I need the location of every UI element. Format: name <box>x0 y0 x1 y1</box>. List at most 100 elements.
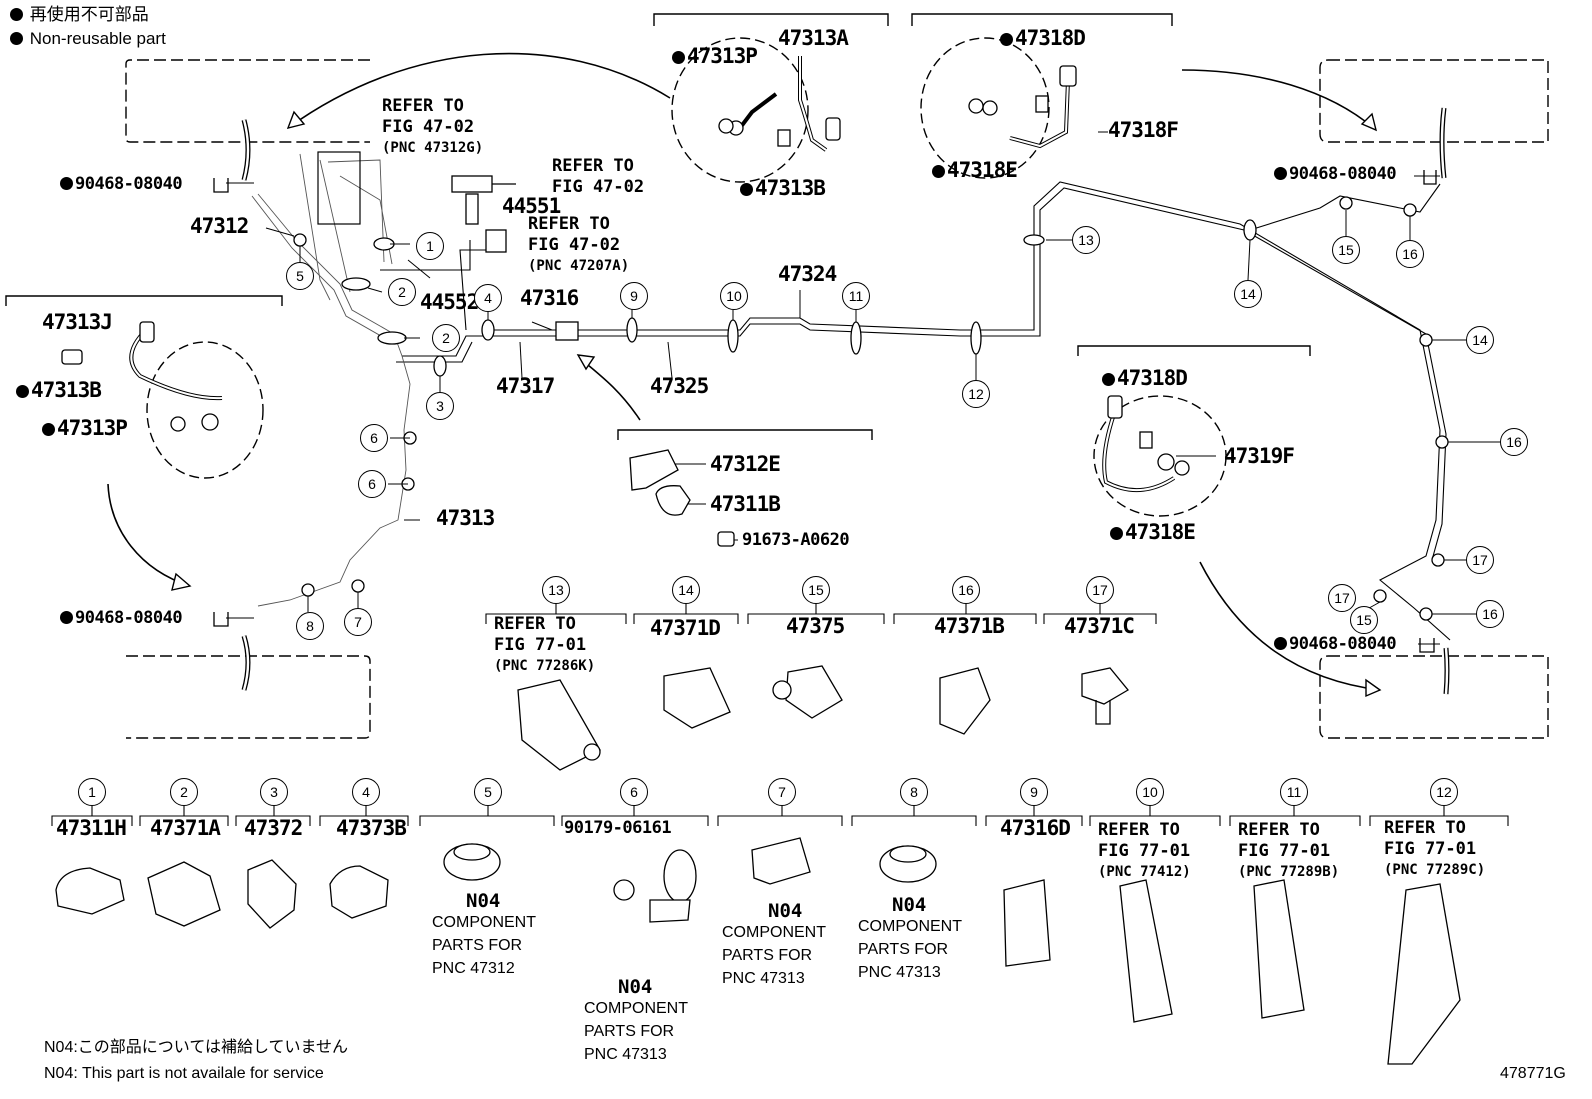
callout-17: 17 <box>1466 546 1494 574</box>
callout-9: 9 <box>620 282 648 310</box>
part-label: 91673-A0620 <box>742 530 850 550</box>
callout-16: 16 <box>1396 240 1424 268</box>
bullet-icon <box>10 32 23 45</box>
part-label: 47324 <box>778 262 837 286</box>
part-label: 47313B <box>740 178 826 199</box>
part-label: 44551 <box>502 194 561 218</box>
callout-2: 2 <box>432 324 460 352</box>
callout-17: 17 <box>1086 576 1114 604</box>
callout-4: 4 <box>352 778 380 806</box>
part-label: 47311B <box>710 492 781 516</box>
callout-6: 6 <box>620 778 648 806</box>
part-label: 47313P <box>672 46 758 67</box>
callout-7: 7 <box>768 778 796 806</box>
part-label: 47317 <box>496 374 555 398</box>
callout-14: 14 <box>1234 280 1262 308</box>
part-label: 47316D <box>1000 816 1071 840</box>
part-label: 44552 <box>420 290 479 314</box>
corner-box-tr <box>1319 59 1549 143</box>
callout-16: 16 <box>1476 600 1504 628</box>
non-reusable-icon <box>60 611 73 624</box>
bracket-top-a <box>653 13 889 26</box>
non-reusable-icon <box>60 177 73 190</box>
corner-box-bl <box>126 655 371 739</box>
callout-10: 10 <box>1136 778 1164 806</box>
non-reusable-icon <box>672 51 685 64</box>
part-label: 47325 <box>650 374 709 398</box>
part-label: 47371B <box>934 614 1005 638</box>
callout-11: 11 <box>842 282 870 310</box>
part-label: 47371C <box>1064 614 1135 638</box>
callout-16: 16 <box>1500 428 1528 456</box>
non-reusable-icon <box>16 385 29 398</box>
part-label: 47311H <box>56 816 127 840</box>
footer-note-en: N04: This part is not availale for servi… <box>44 1065 324 1082</box>
callout-12: 12 <box>1430 778 1458 806</box>
callout-16: 16 <box>952 576 980 604</box>
non-reusable-icon <box>1110 527 1123 540</box>
bracket-top-b <box>911 13 1173 26</box>
callout-5: 5 <box>474 778 502 806</box>
callout-17: 17 <box>1328 584 1356 612</box>
part-label: 90179-06161 <box>564 818 672 838</box>
part-label: 47319F <box>1224 444 1295 468</box>
callout-4: 4 <box>474 284 502 312</box>
callout-13: 13 <box>1072 226 1100 254</box>
corner-box-tl <box>125 59 370 143</box>
callout-8: 8 <box>296 612 324 640</box>
part-label: 47318E <box>932 160 1018 181</box>
callout-15: 15 <box>1350 606 1378 634</box>
callout-13: 13 <box>542 576 570 604</box>
part-label: 90468-08040 <box>1274 166 1397 183</box>
non-reusable-icon <box>932 165 945 178</box>
part-label: 47375 <box>786 614 845 638</box>
non-reusable-icon <box>1102 373 1115 386</box>
callout-2: 2 <box>170 778 198 806</box>
part-label: 47372 <box>244 816 303 840</box>
part-label: 47318F <box>1108 118 1179 142</box>
bullet-icon <box>10 8 23 21</box>
callout-7: 7 <box>344 608 372 636</box>
callout-1: 1 <box>78 778 106 806</box>
callout-8: 8 <box>900 778 928 806</box>
bracket-left <box>5 295 283 306</box>
bracket-clip <box>617 429 873 440</box>
callout-10: 10 <box>720 282 748 310</box>
non-reusable-icon <box>1000 33 1013 46</box>
part-label: 47312 <box>190 214 249 238</box>
footer-note-jp: N04:この部品については補給していません <box>44 1039 349 1056</box>
part-label: 47318E <box>1110 522 1196 543</box>
callout-5: 5 <box>286 262 314 290</box>
part-label: 47318D <box>1000 28 1086 49</box>
callout-14: 14 <box>1466 326 1494 354</box>
bracket-right <box>1077 345 1311 356</box>
part-label: 47371D <box>650 616 721 640</box>
legend-jp: 再使用不可部品 <box>10 6 149 23</box>
part-label: 47313J <box>42 310 113 334</box>
part-label: 90468-08040 <box>60 176 183 193</box>
part-label: 47318D <box>1102 368 1188 389</box>
callout-12: 12 <box>962 380 990 408</box>
callout-3: 3 <box>260 778 288 806</box>
callout-15: 15 <box>1332 236 1360 264</box>
callout-9: 9 <box>1020 778 1048 806</box>
part-label: 47313A <box>778 26 849 50</box>
callout-15: 15 <box>802 576 830 604</box>
part-label: 47313P <box>42 418 128 439</box>
callout-1: 1 <box>416 232 444 260</box>
callout-11: 11 <box>1280 778 1308 806</box>
callout-2: 2 <box>388 278 416 306</box>
non-reusable-icon <box>42 423 55 436</box>
legend-en: Non-reusable part <box>10 30 166 47</box>
